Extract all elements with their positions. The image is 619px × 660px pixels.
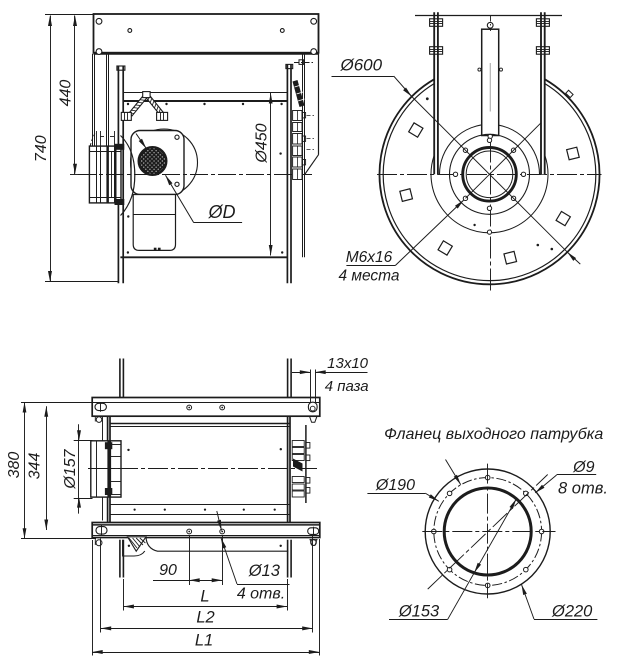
svg-text:Ø157: Ø157: [62, 448, 79, 489]
svg-text:Фланец выходного патрубка: Фланец выходного патрубка: [384, 426, 603, 443]
svg-text:90: 90: [159, 562, 177, 579]
svg-text:344: 344: [27, 453, 44, 480]
svg-text:740: 740: [33, 135, 50, 162]
svg-text:Ø220: Ø220: [551, 603, 593, 621]
svg-text:L: L: [200, 588, 209, 606]
svg-text:Ø9: Ø9: [572, 459, 594, 476]
svg-text:Ø153: Ø153: [398, 603, 440, 621]
svg-text:L2: L2: [196, 609, 214, 627]
svg-text:8 отв.: 8 отв.: [558, 480, 608, 498]
svg-text:M6x16: M6x16: [346, 249, 393, 266]
svg-text:Ø600: Ø600: [340, 56, 383, 75]
svg-text:Ø450: Ø450: [253, 123, 270, 163]
svg-text:Ø190: Ø190: [375, 477, 415, 494]
svg-text:440: 440: [57, 80, 74, 107]
svg-text:4 паза: 4 паза: [325, 378, 369, 395]
svg-text:380: 380: [6, 452, 23, 479]
svg-text:13x10: 13x10: [327, 355, 369, 372]
svg-text:4 отв.: 4 отв.: [237, 586, 285, 603]
svg-text:L1: L1: [195, 632, 213, 650]
svg-text:ØD: ØD: [208, 202, 236, 222]
svg-text:4 места: 4 места: [338, 268, 399, 285]
svg-text:Ø13: Ø13: [248, 562, 281, 580]
